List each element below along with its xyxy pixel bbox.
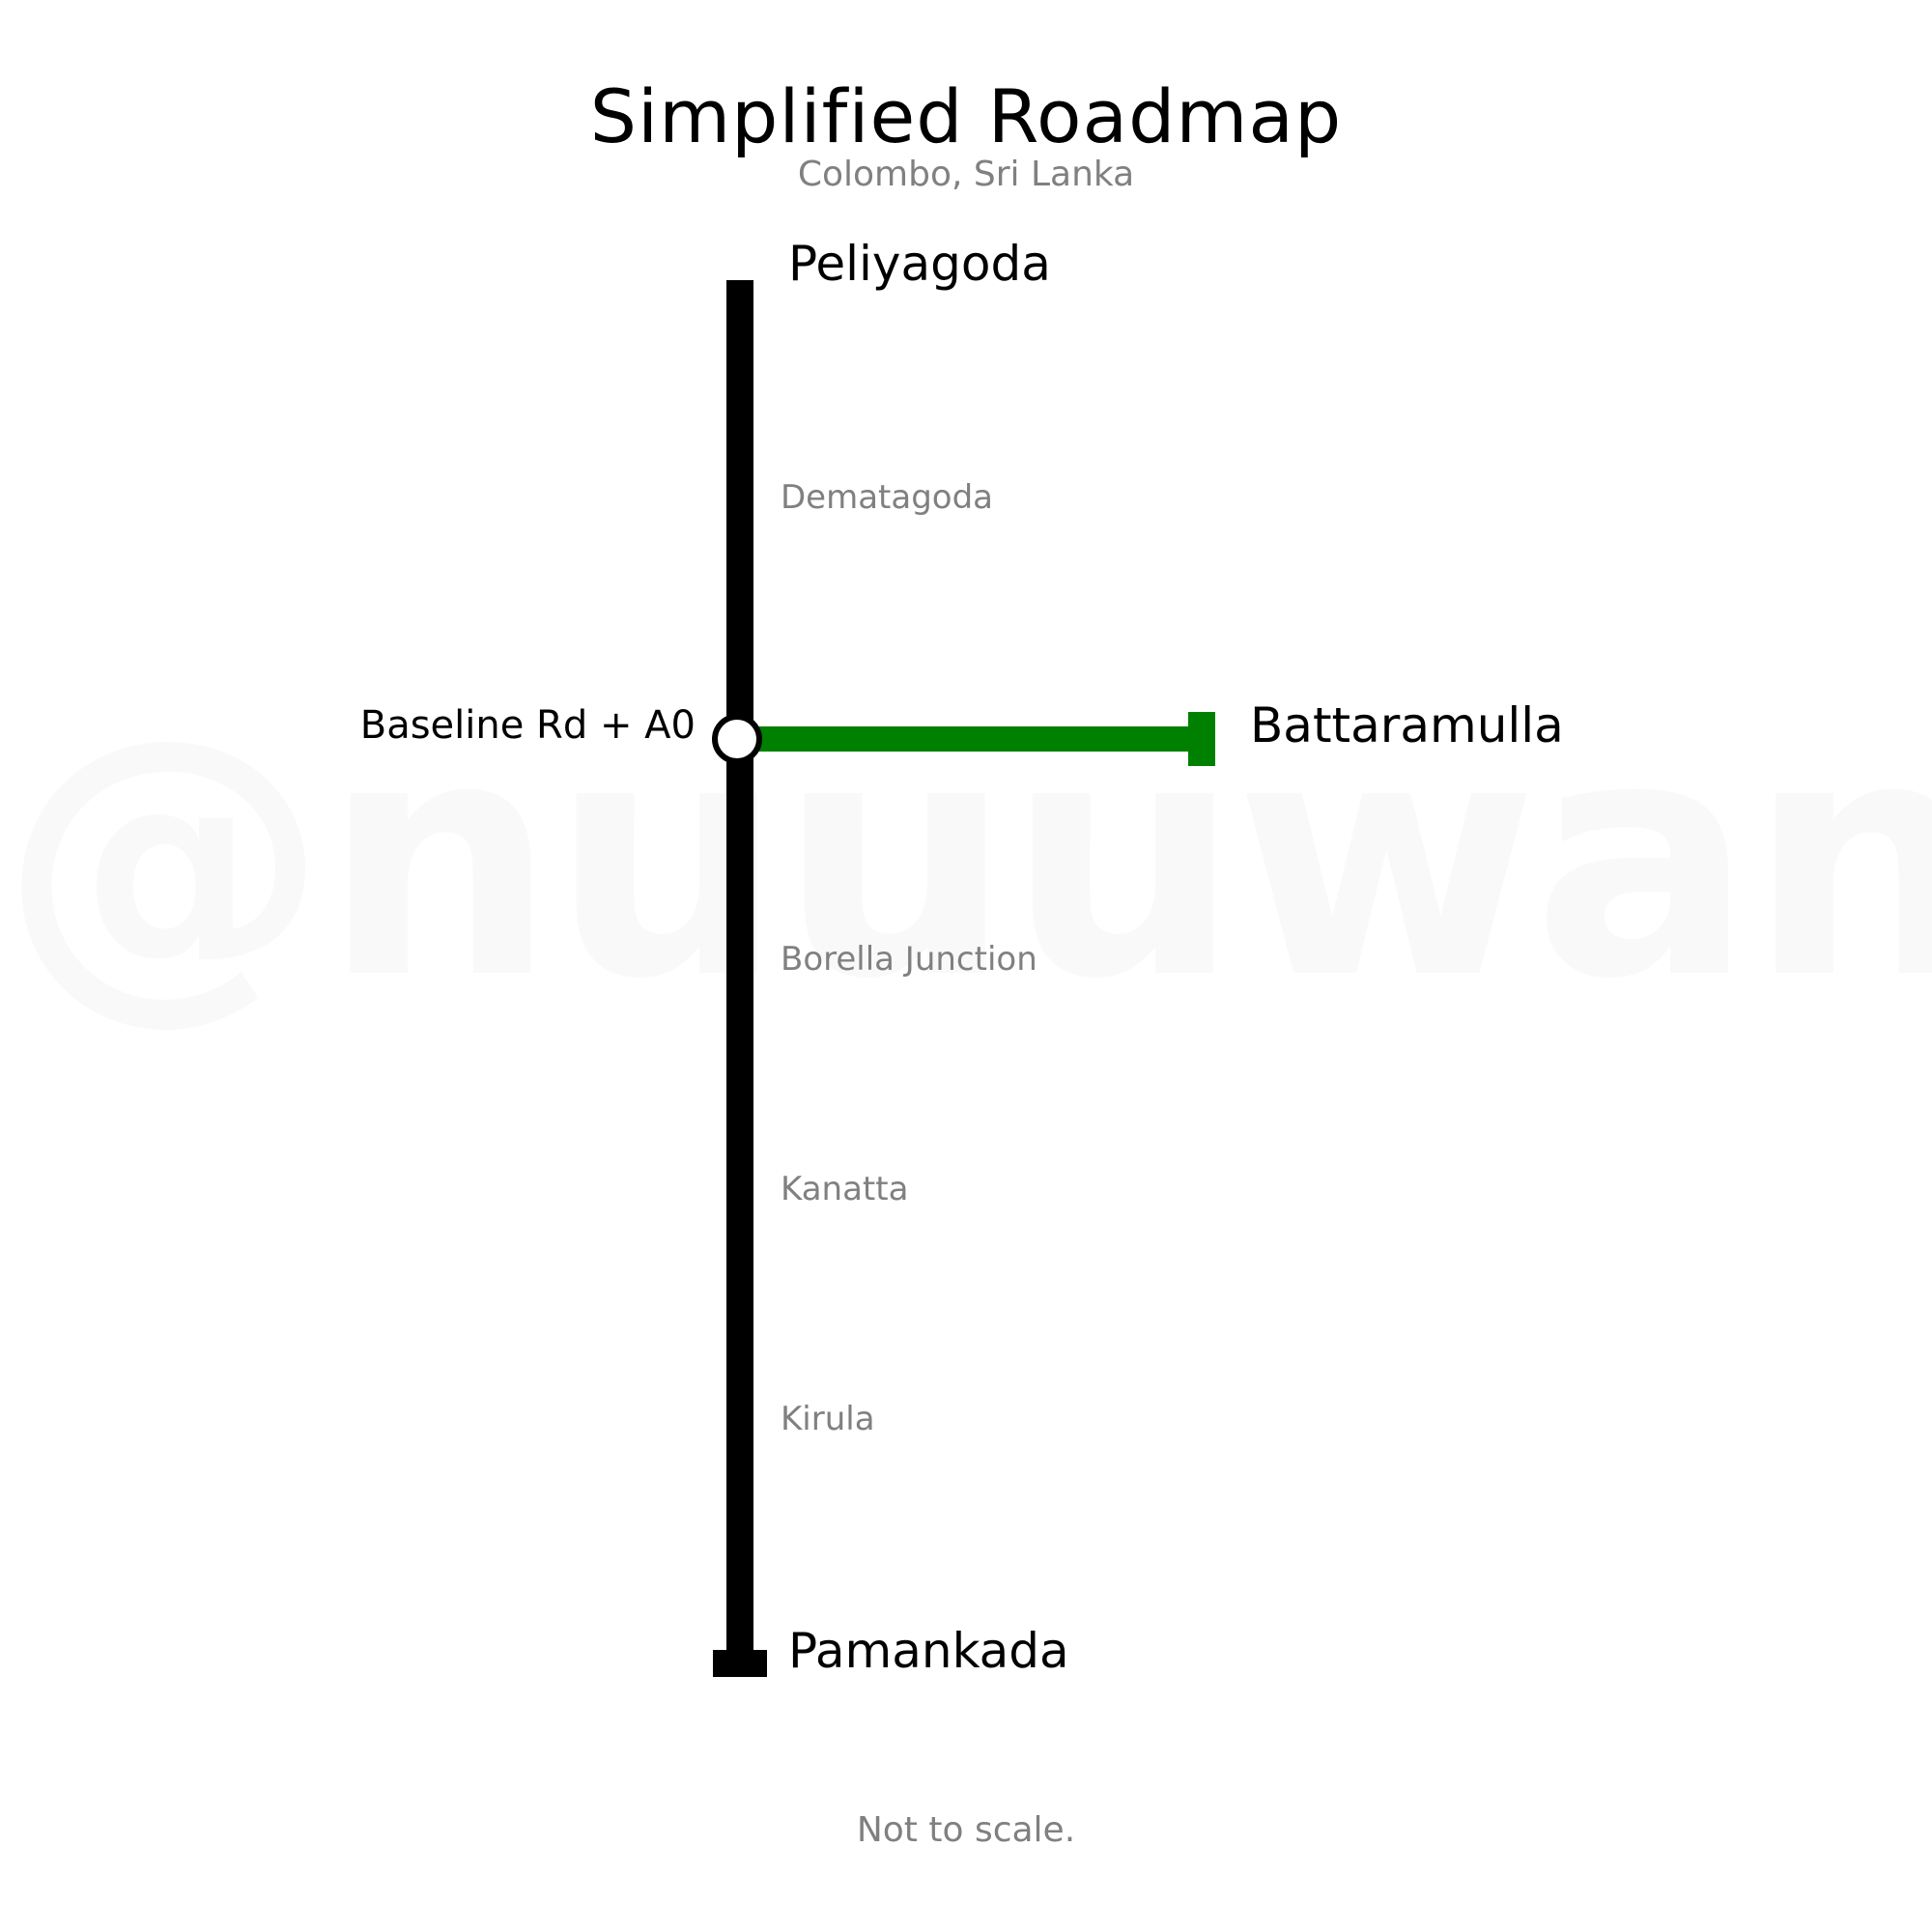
map-subtitle: Colombo, Sri Lanka <box>797 155 1135 194</box>
map-title: Simplified Roadmap <box>589 73 1343 159</box>
stop-label: Kirula <box>781 1400 875 1438</box>
footnote: Not to scale. <box>856 1810 1076 1850</box>
stop-label: Kanatta <box>781 1170 909 1208</box>
junction-marker <box>712 714 762 764</box>
stop-label: Dematagoda <box>781 478 994 517</box>
terminus-label-south: Pamankada <box>788 1623 1069 1679</box>
terminus-label-east: Battaramulla <box>1250 697 1564 753</box>
junction-label: Baseline Rd + A0 <box>359 703 696 748</box>
main-road-line <box>726 280 753 1663</box>
main-road-terminus-marker <box>713 1650 767 1677</box>
branch-road-terminus-marker <box>1188 712 1215 766</box>
branch-road-line <box>740 726 1213 752</box>
stop-label: Borella Junction <box>781 940 1037 979</box>
terminus-label-north: Peliyagoda <box>788 236 1051 292</box>
